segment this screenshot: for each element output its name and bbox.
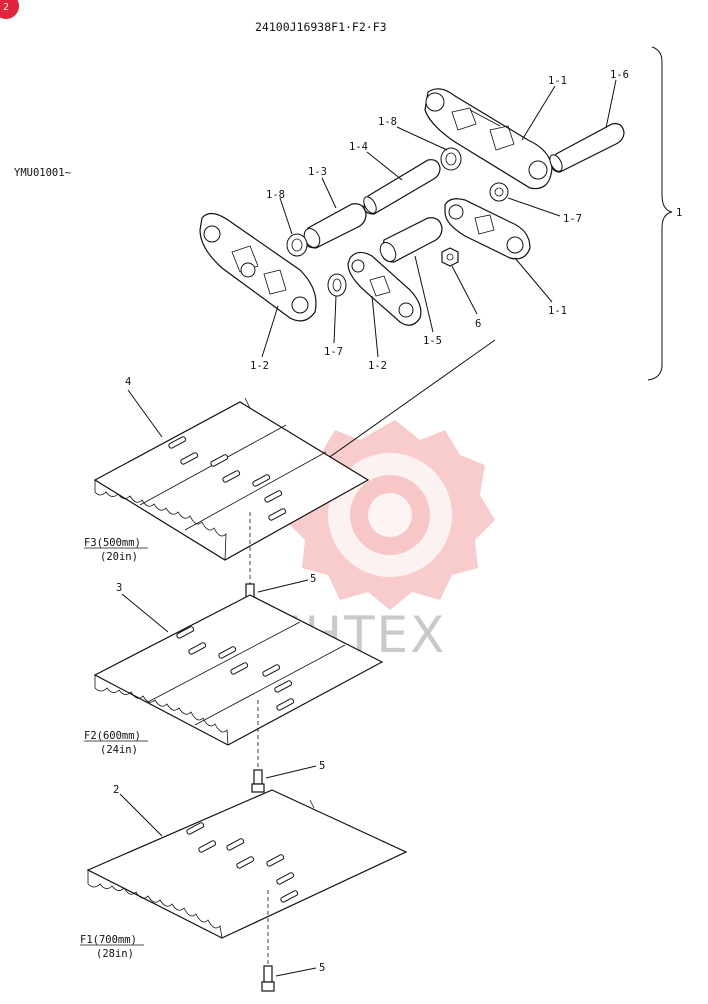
shoe-f3-number: 4	[125, 376, 131, 388]
label-1-3: 1-3	[308, 166, 327, 178]
shoe-f3	[93, 397, 370, 561]
nut-6	[441, 247, 459, 267]
link-1-1-top	[424, 88, 553, 190]
shoe-f1-leader	[119, 793, 163, 837]
bushing-1-5	[379, 217, 443, 263]
link-1-2-left	[199, 212, 317, 322]
bolt-5-f1	[261, 965, 275, 992]
link-1-2-mid	[347, 251, 422, 326]
shoe-f3-holes	[168, 436, 287, 521]
ring-1-7-left	[327, 273, 347, 297]
page-badge: 2	[0, 0, 19, 19]
bolt-5-f2	[251, 769, 265, 793]
shoe-f2-number: 3	[116, 582, 122, 594]
shoe-f3-size: F3(500mm)	[84, 537, 141, 549]
shoe-f1-size: F1(700mm)	[80, 934, 137, 946]
shoe-f3-leader	[127, 389, 163, 438]
page-badge-text: 2	[3, 2, 9, 13]
label-1-4: 1-4	[349, 141, 368, 153]
link-1-1-bottom	[444, 198, 531, 260]
bolt-5-f1-label: 5	[319, 962, 325, 974]
shoe-f1-holes	[186, 822, 299, 903]
ring-1-7-right	[489, 182, 509, 202]
drawing-title: 24100J16938F1·F2·F3	[255, 20, 387, 34]
label-1-6: 1-6	[610, 69, 629, 81]
shoe-f1-inch: (28in)	[96, 948, 134, 960]
label-1-2-mid: 1-2	[368, 360, 387, 372]
label-1-7-left: 1-7	[324, 346, 343, 358]
bolt-5-f2-label: 5	[319, 760, 325, 772]
bolt-5-f3-label: 5	[310, 573, 316, 585]
label-1-1-top: 1-1	[548, 75, 567, 87]
shoe-f2-leader	[121, 593, 169, 633]
pin-1-6	[549, 123, 625, 173]
shoe-f3-inch: (20in)	[100, 551, 138, 563]
shoe-f2-inch: (24in)	[100, 744, 138, 756]
shoe-f2-size: F2(600mm)	[84, 730, 141, 742]
pin-1-4	[363, 159, 441, 215]
group-label: 1	[676, 207, 682, 219]
bushing-1-3	[303, 203, 367, 249]
shoe-f2-holes	[176, 626, 295, 711]
shoe-f2	[93, 594, 384, 746]
label-6: 6	[475, 318, 481, 330]
seal-1-8-upper	[440, 147, 462, 171]
label-1-8-bottom: 1-8	[266, 189, 285, 201]
group-brace	[647, 46, 673, 381]
label-1-5: 1-5	[423, 335, 442, 347]
label-1-7-right: 1-7	[563, 213, 582, 225]
label-1-8-top: 1-8	[378, 116, 397, 128]
seal-1-8-lower	[286, 233, 308, 257]
label-1-2-left: 1-2	[250, 360, 269, 372]
serial-number: YMU01001~	[14, 167, 71, 179]
shoe-f1-number: 2	[113, 784, 119, 796]
label-1-1-bottom: 1-1	[548, 305, 567, 317]
shoe-f1	[86, 789, 408, 939]
